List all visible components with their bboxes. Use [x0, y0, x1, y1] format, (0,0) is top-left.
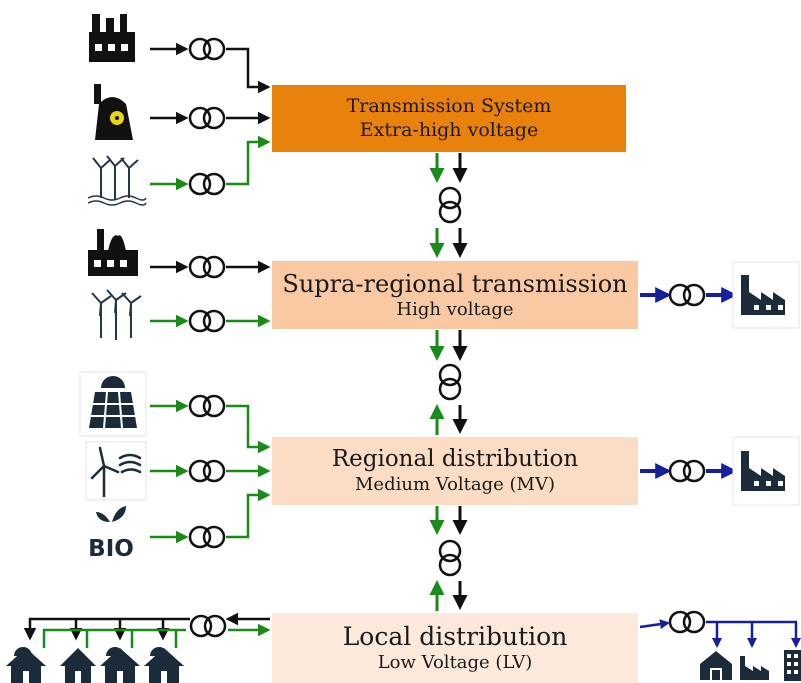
supra-title: Supra-regional transmission [282, 269, 628, 298]
right-transformers [668, 283, 706, 634]
local-right-lines [639, 619, 801, 648]
transformer-icon [188, 255, 226, 279]
left-feed-lines [150, 42, 271, 544]
transformer-icon [188, 37, 226, 61]
transformer-icon [188, 459, 226, 483]
barn-icon [700, 651, 732, 680]
regional-title: Regional distribution [331, 446, 579, 473]
transformer-icon [188, 525, 226, 549]
right-feed-lines [640, 287, 738, 479]
local-left-lines [23, 612, 271, 648]
onshore-wind-icon [91, 289, 142, 340]
left-transformers [188, 37, 227, 638]
transmission-title: Transmission System [346, 94, 552, 117]
transformer-icon [668, 610, 706, 634]
local-subtitle: Low Voltage (LV) [377, 652, 533, 674]
solar-panel-icon [79, 371, 147, 437]
house-solar-icon [6, 647, 46, 683]
house-solar-icon [100, 647, 140, 683]
supra-regional-box: Supra-regional transmission High voltage [272, 261, 638, 329]
house-icon [60, 648, 96, 683]
industrial-consumer-icon [732, 261, 800, 329]
transformer-icon [668, 283, 706, 307]
regional-subtitle: Medium Voltage (MV) [354, 474, 556, 496]
transformer-icon [438, 539, 462, 577]
industrial-plant-icon [88, 229, 138, 276]
nuclear-plant-icon [94, 84, 133, 140]
vertical-transformers [438, 186, 462, 577]
transformer-icon [438, 363, 462, 401]
transmission-system-box: Transmission System Extra-high voltage [272, 85, 626, 152]
transformer-icon [189, 614, 227, 638]
industrial-consumer-icon [732, 436, 800, 506]
supra-subtitle: High voltage [396, 298, 514, 320]
local-distribution-box: Local distribution Low Voltage (LV) [272, 613, 638, 683]
transformer-icon [188, 106, 226, 130]
building-icon [784, 650, 801, 681]
transmission-subtitle: Extra-high voltage [359, 118, 539, 141]
small-wind-turbine-icon [85, 441, 147, 501]
vertical-flows [429, 153, 468, 611]
transformer-icon [188, 309, 226, 333]
regional-distribution-box: Regional distribution Medium Voltage (MV… [272, 437, 638, 505]
industrial-consumer-icon [740, 656, 769, 680]
local-title: Local distribution [342, 622, 568, 652]
house-solar-icon [144, 647, 184, 683]
offshore-wind-icon [87, 155, 147, 206]
factory-icon [89, 14, 135, 62]
transformer-icon [188, 394, 226, 418]
transformer-icon [188, 172, 226, 196]
bio-icon-label: BIO [88, 536, 134, 562]
transformer-icon [438, 186, 462, 224]
bio-icon: BIO [88, 506, 134, 562]
transformer-icon [668, 459, 706, 483]
